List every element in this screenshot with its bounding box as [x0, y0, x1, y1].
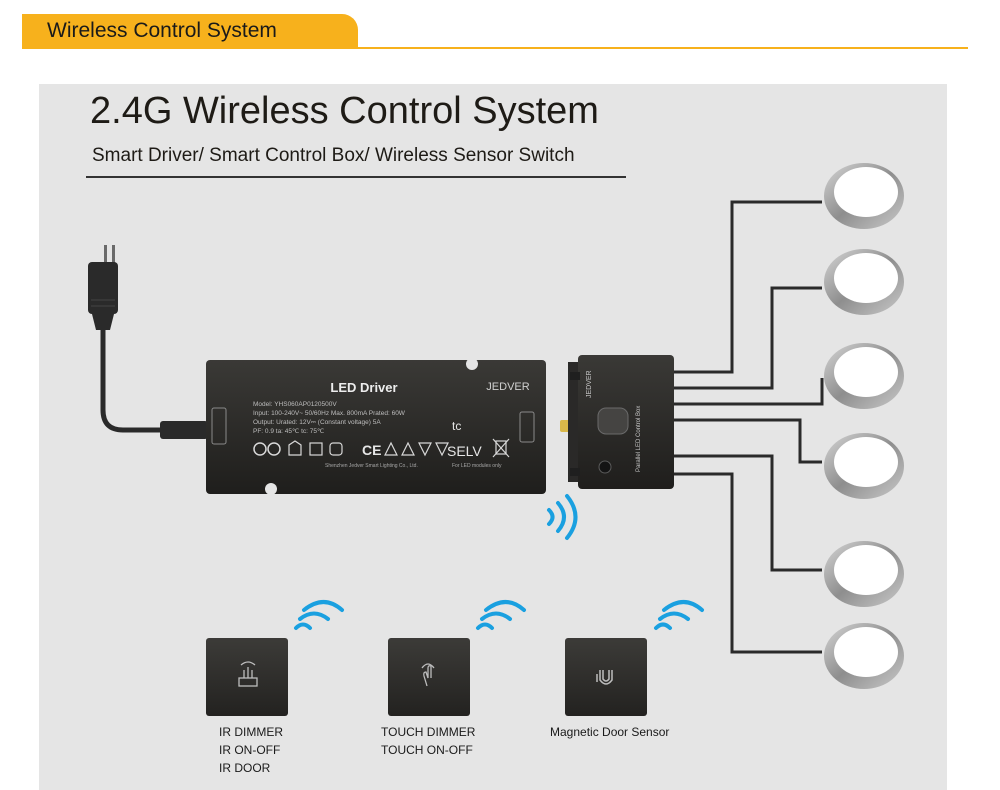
control-box: JEDVER Parallel LED Control Box: [568, 355, 674, 489]
driver-spec-line-4: PF: 0.9 ta: 45℃ tc: 75℃: [253, 428, 325, 435]
caption-line: IR DOOR: [219, 761, 271, 775]
driver-label: LED Driver: [330, 380, 397, 395]
driver-footer-right: For LED modules only: [452, 463, 502, 469]
led-light-4: [824, 433, 904, 499]
sensor-ir: [206, 638, 288, 716]
magnet-icon: [596, 670, 613, 685]
caption-line: TOUCH ON-OFF: [381, 743, 473, 757]
certification-marks: CE tc SELV: [253, 419, 510, 459]
subtitle: Smart Driver/ Smart Control Box/ Wireles…: [92, 145, 575, 166]
header-rule: [22, 47, 968, 49]
caption-line: IR DIMMER: [219, 725, 283, 739]
led-light-3: [824, 343, 904, 409]
cable-strain-relief: [160, 421, 208, 439]
wireless-signal-icon: [654, 600, 704, 630]
wireless-signal-icon: [294, 600, 344, 630]
ir-hand-icon: [238, 661, 258, 687]
header-title: Wireless Control System: [47, 19, 277, 42]
output-wires: [674, 200, 824, 654]
driver-spec-line-1: Model: YHS060AP0120500V: [253, 401, 337, 408]
driver-brand: JEDVER: [486, 381, 529, 393]
sensor-magnetic: [565, 638, 647, 716]
ce-mark: CE: [362, 442, 381, 458]
led-light-2: [824, 249, 904, 315]
sensor-ir-caption: IR DIMMER IR ON-OFF IR DOOR: [219, 723, 283, 777]
sensor-magnetic-caption: Magnetic Door Sensor: [550, 723, 669, 741]
driver-footer-left: Shenzhen Jedver Smart Lighting Co., Ltd.: [325, 463, 418, 469]
led-light-1: [824, 163, 904, 229]
driver-spec-line-2: Input: 100-240V~ 50/60Hz Max. 800mA Prat…: [253, 410, 406, 417]
selv-mark: SELV: [447, 443, 482, 459]
header-tab: [22, 14, 358, 48]
touch-hand-icon: [421, 663, 435, 687]
power-cable: [100, 330, 210, 433]
caption-line: Magnetic Door Sensor: [550, 725, 670, 739]
main-title: 2.4G Wireless Control System: [90, 90, 599, 132]
wireless-signal-icon: [547, 494, 578, 540]
driver-spec-line-3: Output: Urated: 12V⎓ (Constant voltage) …: [253, 419, 381, 426]
tc-mark: tc: [452, 419, 461, 433]
wireless-signal-icon: [476, 600, 526, 630]
caption-line: TOUCH DIMMER: [381, 725, 476, 739]
caption-line: IR ON-OFF: [219, 743, 281, 757]
led-driver: LED Driver JEDVER Model: YHS060AP0120500…: [206, 358, 546, 495]
subtitle-rule: [86, 176, 626, 178]
control-box-label: Parallel LED Control Box: [636, 406, 642, 472]
weee-bin-icon: [492, 438, 510, 458]
led-light-5: [824, 541, 904, 607]
sensor-touch: [388, 638, 470, 716]
led-light-6: [824, 623, 904, 689]
control-box-brand: JEDVER: [586, 370, 593, 398]
sensor-touch-caption: TOUCH DIMMER TOUCH ON-OFF: [381, 723, 475, 759]
power-plug-icon: [88, 245, 118, 330]
